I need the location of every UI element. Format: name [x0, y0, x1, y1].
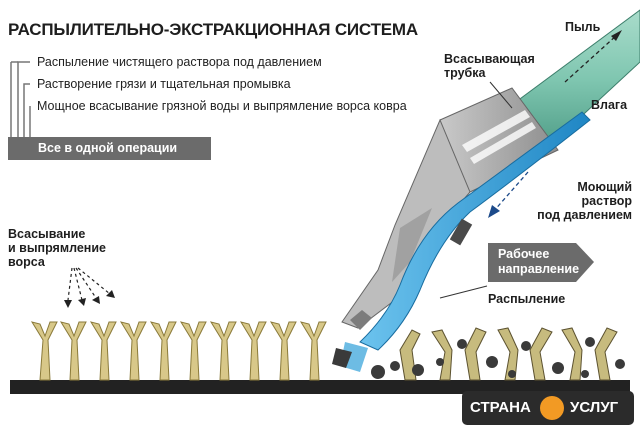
- carpet-base: [10, 380, 630, 394]
- logo-left-text: СТРАНА: [470, 399, 531, 416]
- suction-tube-label-1: Всасывающая: [444, 52, 535, 66]
- all-in-one-bar: Все в одной операции: [8, 137, 211, 160]
- wash-label-1: Моющий: [577, 180, 632, 194]
- spray-jet: [332, 342, 368, 372]
- brand-logo: СТРАНА УСЛУГ: [462, 391, 634, 425]
- spray-valve: [449, 218, 473, 246]
- spray-tube: [359, 111, 591, 351]
- step-spray: Распыление чистящего раствора под давлен…: [37, 55, 322, 69]
- logo-right-text: УСЛУГ: [570, 399, 619, 416]
- work-direction-label-2: направление: [498, 262, 580, 276]
- suction-arrows: [64, 267, 115, 308]
- suction-label-2: и выпрямление: [8, 241, 106, 255]
- clean-fibers: [30, 321, 327, 381]
- pressure-arrow: [488, 171, 529, 218]
- work-direction-arrow: Рабочее направление: [488, 240, 595, 285]
- suction-label-1: Всасывание: [8, 227, 86, 241]
- dust-label: Пыль: [565, 20, 601, 34]
- spray-label: Распыление: [488, 292, 566, 306]
- wash-label-2: раствор: [581, 194, 632, 208]
- moisture-label: Влага: [591, 98, 628, 112]
- diagram-title: РАСПЫЛИТЕЛЬНО-ЭКСТРАКЦИОННАЯ СИСТЕМА: [8, 20, 418, 39]
- step-dissolve: Растворение грязи и тщательная промывка: [37, 77, 291, 91]
- handshake-icon: [540, 396, 564, 420]
- step-suction: Мощное всасывание грязной воды и выпрямл…: [37, 99, 407, 113]
- dirt-particles: [371, 337, 625, 379]
- suction-tube-label-2: трубка: [444, 66, 486, 80]
- suction-label-3: ворса: [8, 255, 45, 269]
- wash-label-3: под давлением: [537, 208, 632, 222]
- work-direction-label-1: Рабочее: [498, 247, 550, 261]
- dust-arrow: [564, 30, 622, 83]
- dirty-fibers: [399, 327, 618, 381]
